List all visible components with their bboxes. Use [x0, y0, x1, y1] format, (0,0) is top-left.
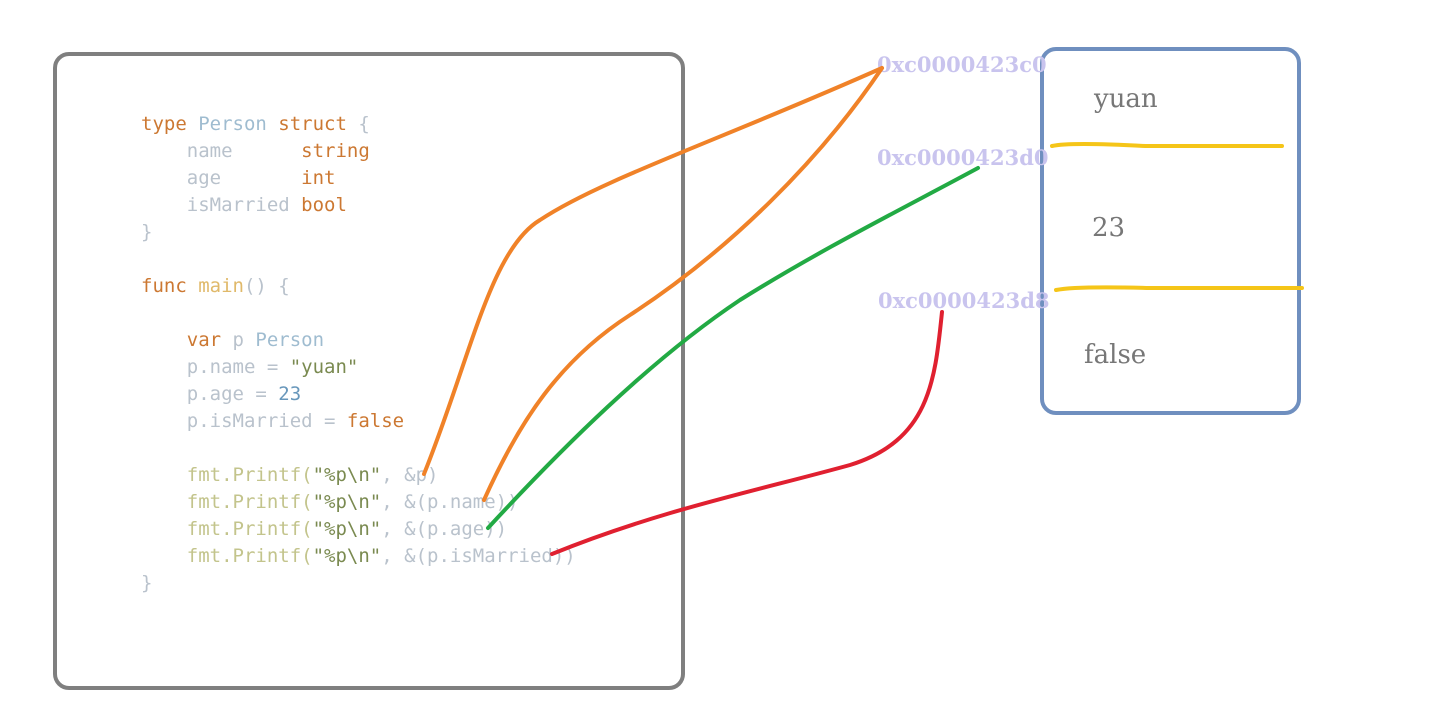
memory-divider-2 [1054, 285, 1304, 292]
code-token: } [141, 221, 153, 243]
code-token: fmt.Printf( [186, 491, 313, 513]
address-label-p: 0xc0000423c0 [877, 52, 1047, 77]
arrow-p [422, 66, 884, 476]
code-token: bool [301, 194, 347, 216]
go-code-snippet: type Person struct { name string age int… [141, 111, 576, 597]
address-label-is-married: 0xc0000423d8 [878, 288, 1050, 313]
code-token: "%p\n" [312, 464, 382, 486]
code-line: p.name = "yuan" [141, 354, 576, 381]
code-token: p [232, 329, 256, 351]
code-token: "%p\n" [312, 491, 382, 513]
code-token: p.age = [141, 383, 279, 405]
code-token: fmt.Printf( [186, 464, 313, 486]
code-token: main [198, 275, 244, 297]
address-label-age: 0xc0000423d0 [877, 145, 1049, 170]
code-token: } [141, 572, 153, 594]
code-token: 23 [278, 383, 302, 405]
code-token: isMarried [141, 194, 302, 216]
code-token: fmt.Printf( [186, 545, 313, 567]
code-token: , &p) [381, 464, 439, 486]
code-token: p.name = [141, 356, 290, 378]
code-token: string [301, 140, 370, 162]
code-line: } [141, 570, 576, 597]
code-line: fmt.Printf("%p\n", &(p.name)) [141, 489, 576, 516]
code-line: type Person struct { [141, 111, 576, 138]
code-token: fmt.Printf( [186, 518, 313, 540]
code-token: { [358, 113, 370, 135]
code-token: p.isMarried = [141, 410, 347, 432]
code-token: "yuan" [289, 356, 359, 378]
memory-value-age: 23 [1092, 213, 1126, 243]
code-line: func main() { [141, 273, 576, 300]
code-panel [53, 52, 685, 690]
code-token: () { [243, 275, 290, 297]
code-line: fmt.Printf("%p\n", &(p.isMarried)) [141, 543, 576, 570]
arrow-is-married [550, 310, 944, 556]
code-line: name string [141, 138, 576, 165]
code-token: var [186, 329, 233, 351]
code-token: func [141, 275, 199, 297]
code-line: isMarried bool [141, 192, 576, 219]
code-line: p.age = 23 [141, 381, 576, 408]
code-line: p.isMarried = false [141, 408, 576, 435]
code-token: "%p\n" [312, 518, 382, 540]
code-token: , &(p.isMarried)) [381, 545, 576, 567]
code-token: type [141, 113, 199, 135]
code-token: "%p\n" [312, 545, 382, 567]
code-line: age int [141, 165, 576, 192]
code-line: var p Person [141, 327, 576, 354]
memory-value-is-married: false [1084, 340, 1147, 370]
memory-divider-1 [1050, 142, 1284, 148]
arrow-name [482, 66, 884, 502]
code-token: false [346, 410, 405, 432]
code-token: , &(p.name)) [381, 491, 519, 513]
code-token: Person [255, 329, 325, 351]
arrow-age [486, 166, 980, 530]
memory-block [1040, 47, 1301, 415]
code-line: fmt.Printf("%p\n", &p) [141, 462, 576, 489]
code-line: } [141, 219, 576, 246]
code-token: , &(p.age)) [381, 518, 508, 540]
code-token: name [141, 140, 302, 162]
code-token: int [301, 167, 336, 189]
code-line: fmt.Printf("%p\n", &(p.age)) [141, 516, 576, 543]
code-token: age [141, 167, 302, 189]
code-token: Person [198, 113, 279, 135]
memory-value-name: yuan [1094, 84, 1158, 114]
code-token: struct [278, 113, 359, 135]
